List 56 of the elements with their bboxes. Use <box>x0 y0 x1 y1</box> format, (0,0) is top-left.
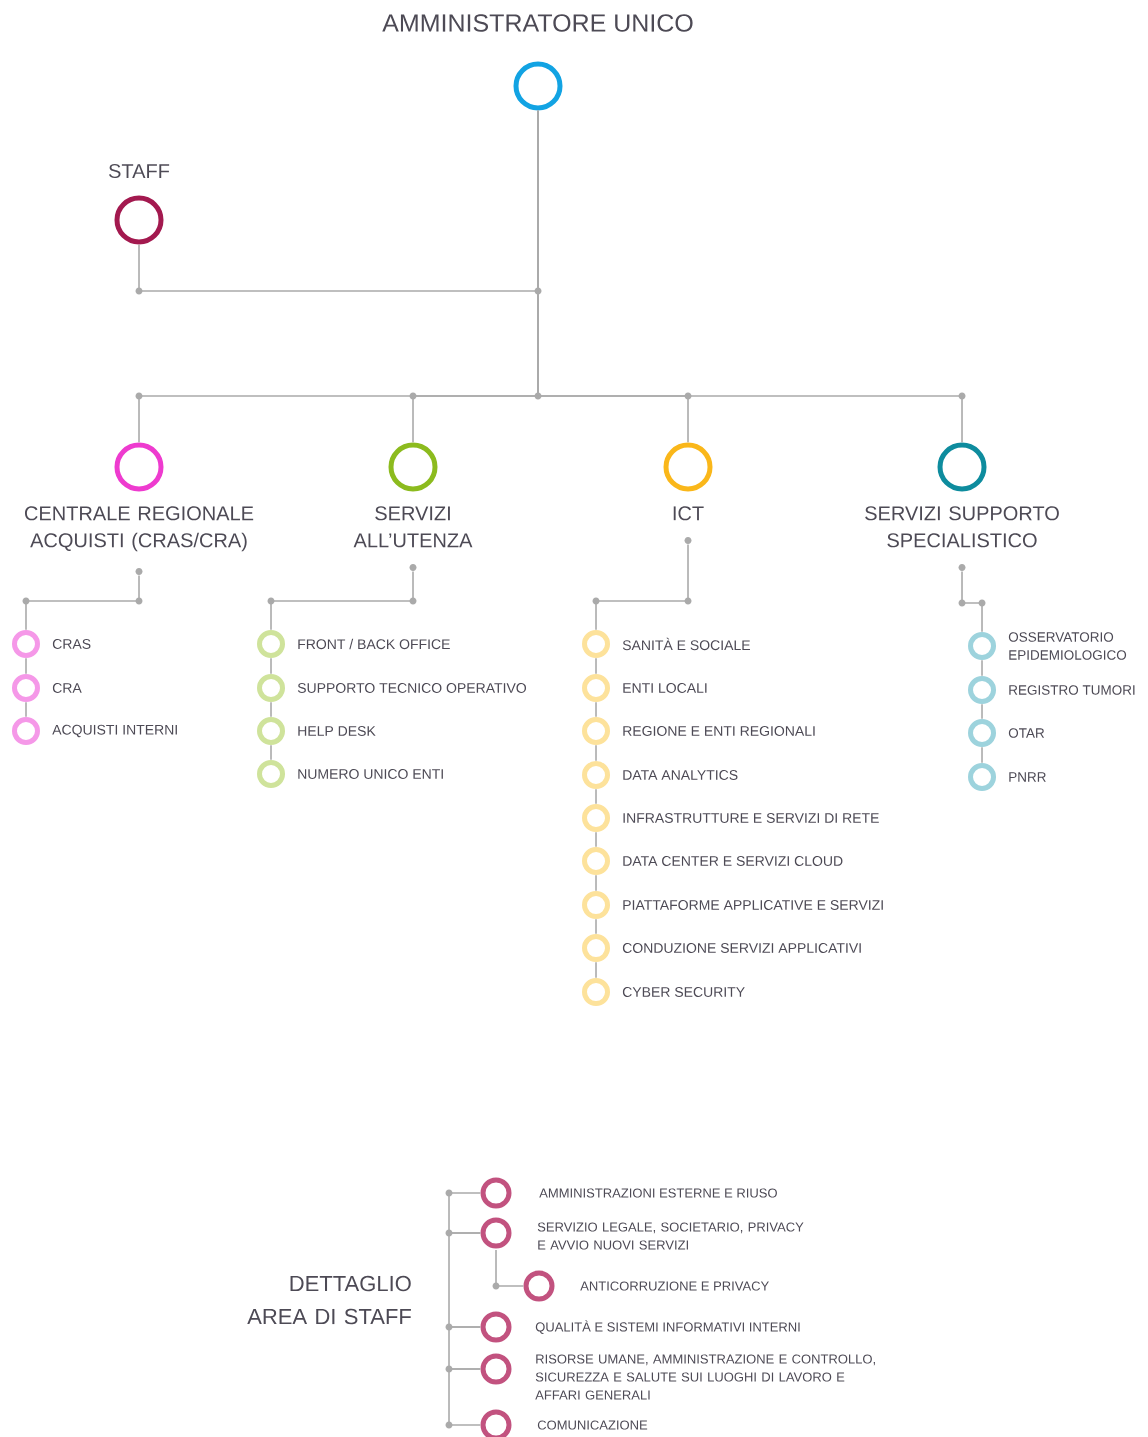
connector-line <box>495 1249 525 1287</box>
connector-line <box>270 701 272 718</box>
item-label: QUALITÀ E SISTEMI INFORMATIVI INTERNI <box>535 1320 800 1334</box>
item-label: AMMINISTRAZIONI ESTERNE E RIUSO <box>539 1188 777 1198</box>
item-label: ACQUISTI INTERNI <box>52 724 177 738</box>
item-label: ANTICORRUZIONE E PRIVACY <box>580 1281 769 1291</box>
item-label: COMUNICAZIONE <box>537 1420 648 1430</box>
item-label: OSSERVATORIO EPIDEMIOLOGICO <box>1008 632 1127 660</box>
item-label: REGISTRO TUMORI <box>1009 685 1135 695</box>
item-label: INFRASTRUTTURE E SERVIZI DI RETE <box>623 813 879 823</box>
item-label: SUPPORTO TECNICO OPERATIVO <box>297 683 527 693</box>
item-label: PNRR <box>1009 772 1046 782</box>
connector-line <box>270 744 272 761</box>
unit-title: STAFF <box>109 163 170 179</box>
item-label: CRAS <box>52 639 91 649</box>
connector-line <box>595 918 597 935</box>
section-title: DETTAGLIO AREA DI STAFF <box>247 1275 411 1325</box>
item-label: OTAR <box>1008 728 1045 738</box>
item-label: ENTI LOCALI <box>623 683 707 693</box>
connector-line <box>595 788 597 805</box>
item-label: SANITÀ E SOCIALE <box>622 637 750 651</box>
connector-line <box>981 659 983 677</box>
item-label: FRONT / BACK OFFICE <box>298 638 450 650</box>
item-label: PIATTAFORME APPLICATIVE E SERVIZI <box>623 900 883 910</box>
unit-title: CENTRALE REGIONALE ACQUISTI (CRAS/CRA) <box>25 506 254 552</box>
item-label: CRA <box>52 683 82 693</box>
unit-title: SERVIZI ALL’UTENZA <box>353 506 473 548</box>
connector-line <box>595 701 597 718</box>
item-label: NUMERO UNICO ENTI <box>298 769 443 779</box>
item-label: RISORSE UMANE, AMMINISTRAZIONE E CONTROLLO, SICUREZZA E SALUTE SUI LUOGHI DI LAVORO E AFFARI GENERALI <box>535 1354 875 1400</box>
connector-line <box>270 657 272 675</box>
connector-line <box>25 574 140 631</box>
item-label: DATA CENTER E SERVIZI CLOUD <box>623 856 843 866</box>
item-label: REGIONE E ENTI REGIONALI <box>623 726 815 736</box>
item-label: CONDUZIONE SERVIZI APPLICATIVI <box>622 943 861 953</box>
unit-title: SERVIZI SUPPORTO SPECIALISTICO <box>865 506 1059 548</box>
connector-line <box>595 961 597 979</box>
connector-line <box>595 543 689 631</box>
unit-title: ICT <box>673 506 704 521</box>
connector-line <box>595 657 597 675</box>
connector-line <box>961 570 983 633</box>
item-label: DATA ANALYTICS <box>623 770 738 780</box>
connector-line <box>595 874 597 892</box>
connector-line <box>25 657 27 675</box>
connector-line <box>25 701 27 718</box>
connector-line <box>981 746 983 764</box>
item-label: HELP DESK <box>298 726 376 736</box>
connector-line <box>270 570 414 631</box>
connector-line <box>595 744 597 762</box>
connector-line <box>981 703 983 720</box>
item-label: CYBER SECURITY <box>622 987 745 997</box>
connector-line <box>595 831 597 848</box>
item-label: SERVIZIO LEGALE, SOCIETARIO, PRIVACY E AVVIO NUOVI SERVIZI <box>537 1222 804 1250</box>
unit-title: AMMINISTRATORE UNICO <box>382 14 693 32</box>
connector-line <box>448 1368 482 1426</box>
connector-line <box>537 109 963 444</box>
